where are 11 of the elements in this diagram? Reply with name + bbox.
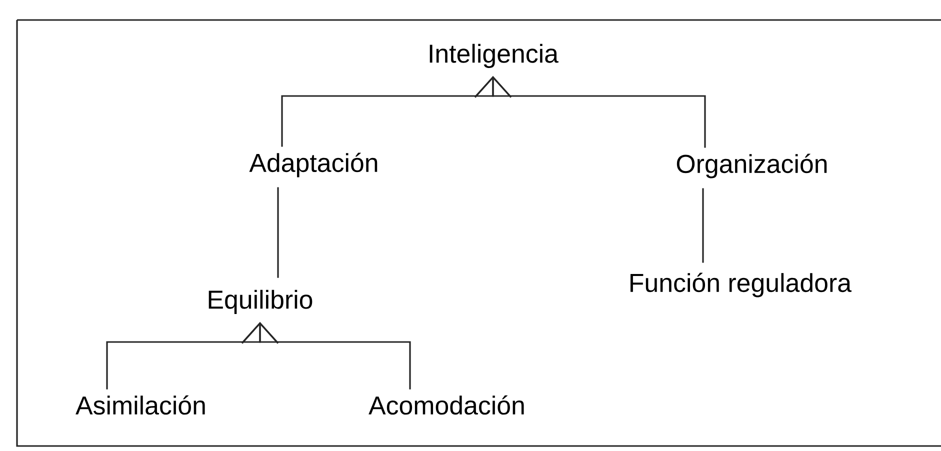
node-label: Inteligencia (430, 44, 558, 68)
node-label: Asimilación (76, 395, 205, 415)
tree-connector (241, 322, 411, 390)
node-label: Adaptación (249, 152, 378, 178)
connector-line (277, 187, 279, 278)
tree-connector (474, 76, 706, 148)
connector-line (702, 188, 704, 263)
node-label: Equilibrio (208, 290, 312, 314)
node-label: Organización (676, 154, 827, 178)
node-label: Función reguladora (630, 272, 852, 298)
node-label: Acomodación (368, 395, 524, 415)
